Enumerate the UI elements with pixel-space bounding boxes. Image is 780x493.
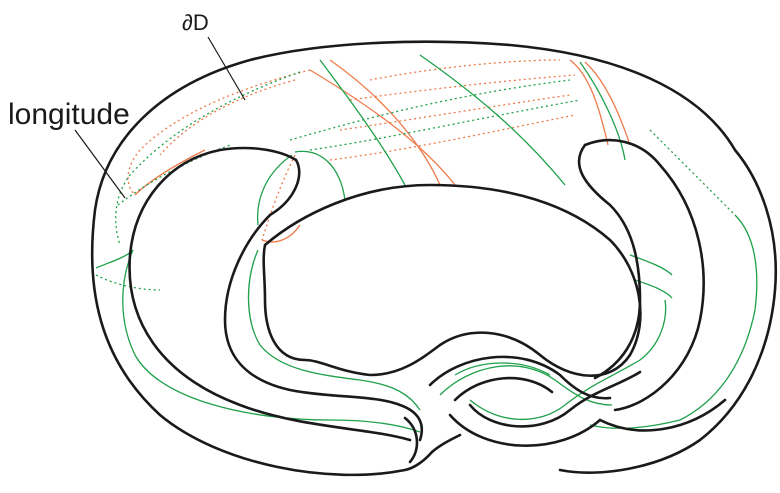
left-band-gap-stroke xyxy=(403,416,419,464)
leader-lines xyxy=(74,36,246,199)
orange-curve-right-1 xyxy=(569,59,609,146)
orange-curve-left-solid xyxy=(134,149,206,196)
green-curve-top-band-dotted-2 xyxy=(309,99,581,151)
orange-curve-band-6-dotted xyxy=(329,114,576,161)
green-curve-longitude-dotted xyxy=(115,71,301,246)
left-arm-inner xyxy=(128,146,412,442)
orange-curve-band-1 xyxy=(309,69,456,186)
outer-boundary xyxy=(558,148,778,474)
surface-outline xyxy=(90,40,778,477)
green-curve-right-solid-1 xyxy=(579,61,626,161)
green-curve-top-band-1 xyxy=(319,59,406,186)
boundary-leader-line xyxy=(207,36,246,101)
green-curve-inner-top xyxy=(294,150,346,201)
right-arm-tip xyxy=(577,143,642,380)
orange-curve-right-2 xyxy=(584,61,631,146)
orange-curve-left-dotted xyxy=(127,69,311,196)
green-curve-outer-left xyxy=(122,249,421,433)
labels: ∂D longitude xyxy=(8,10,209,131)
orange-curve-band-3-dotted xyxy=(369,59,561,81)
orange-curve-band-4-dotted xyxy=(349,74,576,101)
green-curve-inner-left xyxy=(256,154,293,226)
green-curves xyxy=(95,54,758,433)
green-curve-crossing-1 xyxy=(439,365,613,406)
left-arm-outer-inner xyxy=(223,213,424,442)
green-curve-crossing-3 xyxy=(469,299,667,421)
orange-curve-band-5-dotted xyxy=(339,94,571,131)
right-arm-inner xyxy=(583,138,705,412)
crossing-band-4 xyxy=(448,413,602,447)
crossing-band-3 xyxy=(468,370,642,428)
green-curve-longitude-dotted-2 xyxy=(117,144,231,206)
crossing-band-2 xyxy=(453,376,554,402)
orange-curve-lower-solid xyxy=(261,224,301,243)
orange-curve-band-2 xyxy=(329,59,441,186)
green-curve-top-band-dotted-1 xyxy=(289,79,571,141)
outer-boundary-bottom-right xyxy=(430,433,462,454)
crossing-band-1 xyxy=(428,355,612,400)
outer-boundary-top xyxy=(90,40,737,477)
green-curve-right-dotted xyxy=(649,129,736,216)
crossing-band-5 xyxy=(598,398,727,432)
orange-curve-left-dotted-2 xyxy=(159,79,296,156)
longitude-leader-line xyxy=(74,129,126,199)
green-curve-left-dotted xyxy=(95,274,161,291)
left-arm-tip xyxy=(268,158,301,217)
orange-curves xyxy=(127,59,631,243)
green-curve-inner-band xyxy=(247,249,421,411)
longitude-label: longitude xyxy=(8,98,130,131)
boundary-label: ∂D xyxy=(182,10,209,35)
green-curve-crossing-2 xyxy=(454,362,551,376)
central-hole xyxy=(262,183,642,377)
green-curve-top-band-2 xyxy=(419,54,566,186)
green-curve-far-right xyxy=(589,214,758,429)
